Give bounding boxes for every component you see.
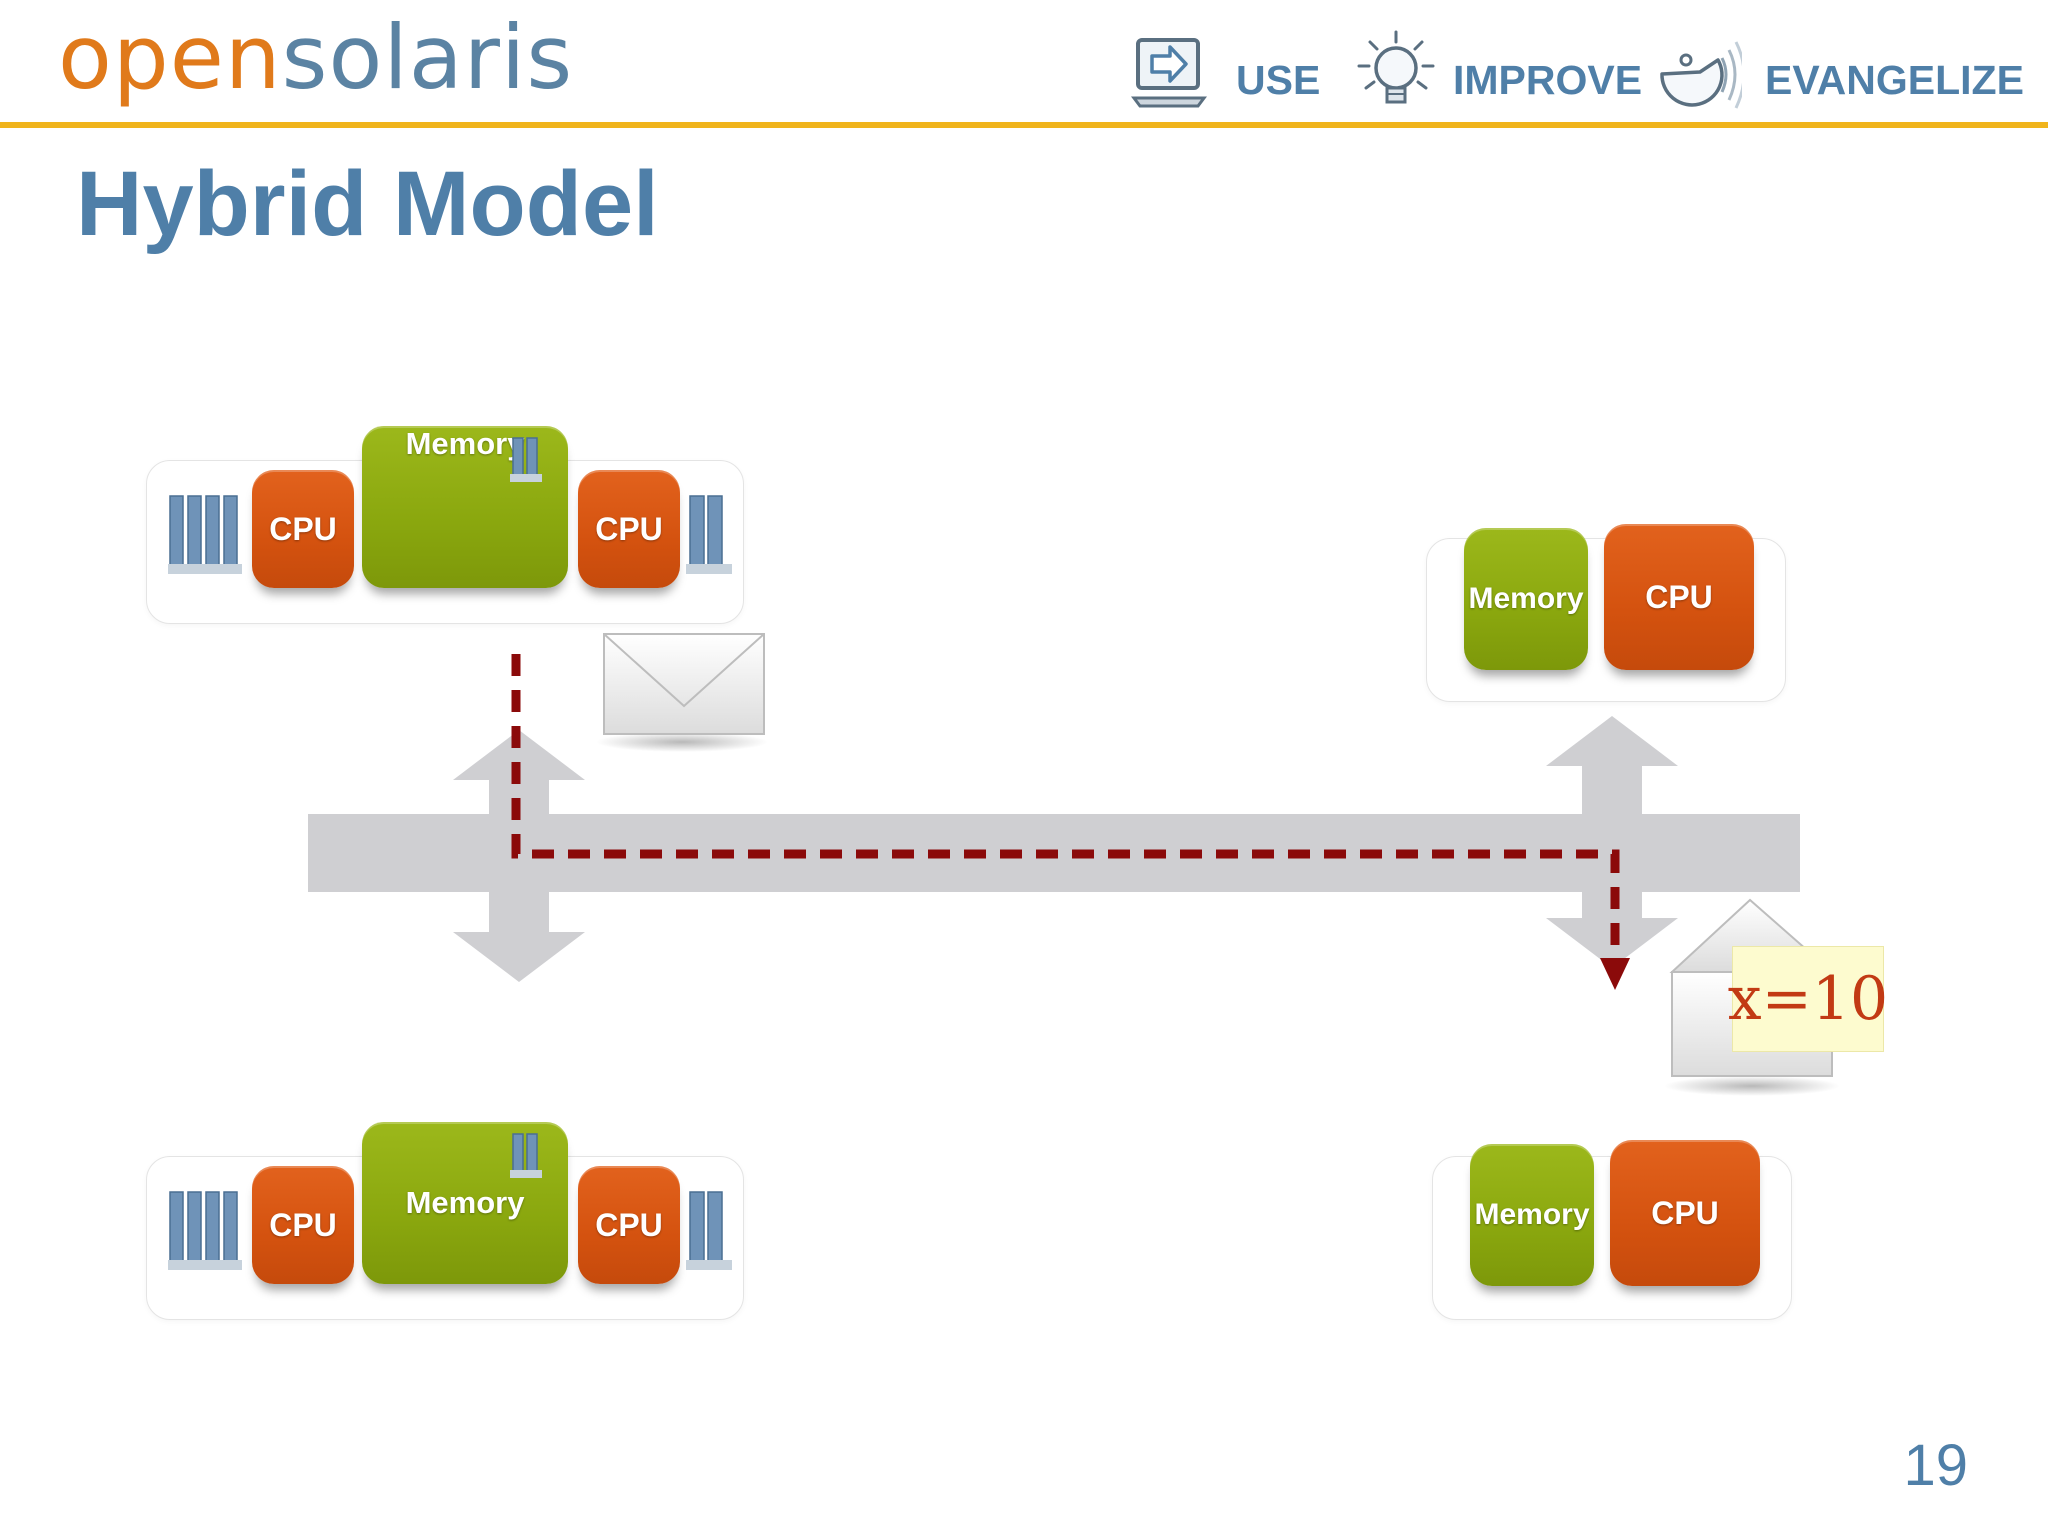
opensolaris-logo: opensolaris xyxy=(58,14,573,102)
cpu-block: CPU xyxy=(252,470,354,588)
cpu-block: CPU xyxy=(578,470,680,588)
threads-icon xyxy=(510,1133,542,1178)
envelope-icon xyxy=(596,633,768,752)
right-bidirectional-arrow xyxy=(1546,716,1678,968)
memory-block: Memory xyxy=(1470,1144,1594,1286)
threads-icon xyxy=(168,495,242,574)
cpu-block: CPU xyxy=(1610,1140,1760,1286)
threads-icon xyxy=(168,1191,242,1270)
threads-icon xyxy=(686,495,732,574)
memory-block: Memory xyxy=(1464,528,1588,670)
nav-use[interactable]: USE xyxy=(1236,57,1321,103)
cpu-block: CPU xyxy=(578,1166,680,1284)
logo-open-text: open xyxy=(58,6,282,109)
lightbulb-icon xyxy=(1357,30,1435,104)
logo-solaris-text: solaris xyxy=(281,6,574,109)
left-bidirectional-arrow xyxy=(453,730,585,982)
page-title: Hybrid Model xyxy=(76,153,659,255)
nav-improve[interactable]: IMPROVE xyxy=(1453,57,1643,103)
cpu-block: CPU xyxy=(252,1166,354,1284)
nav-evangelize[interactable]: EVANGELIZE xyxy=(1765,57,2024,103)
monitor-arrow-icon xyxy=(1131,38,1207,108)
message-path-arrowhead xyxy=(1600,958,1630,990)
threads-icon xyxy=(686,1191,732,1270)
page-number: 19 xyxy=(1903,1433,1968,1498)
header-accent-rule xyxy=(0,122,2048,128)
message-path xyxy=(511,654,1620,956)
threads-icon xyxy=(510,437,542,482)
cpu-block: CPU xyxy=(1604,524,1754,670)
message-payload-note: x=10 xyxy=(1728,946,1888,1052)
speaker-face-icon xyxy=(1660,41,1742,109)
